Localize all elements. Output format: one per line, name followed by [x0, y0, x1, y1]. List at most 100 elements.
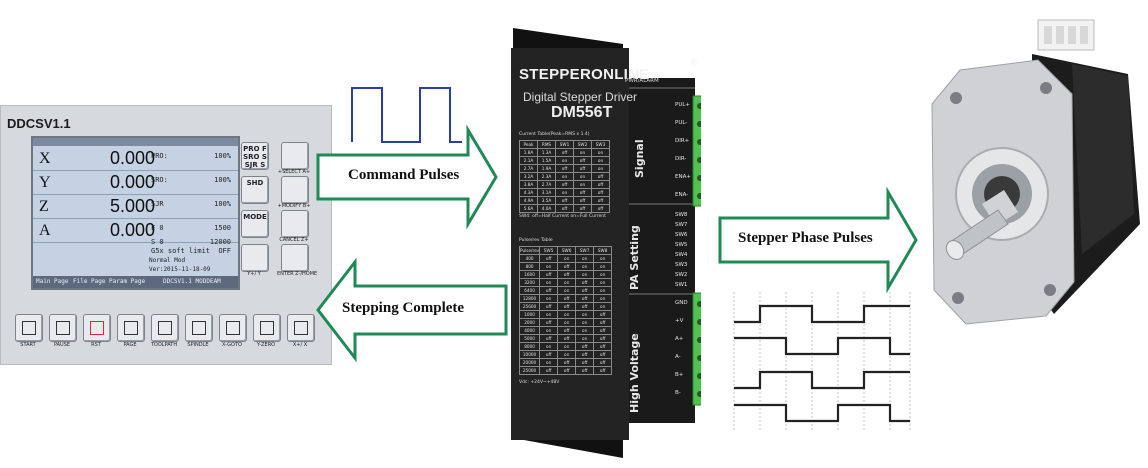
- controller-bottom-button[interactable]: [151, 314, 179, 342]
- button-caption: PAUSE: [53, 342, 71, 348]
- table-cell: on: [557, 254, 577, 263]
- controller-bottom-button[interactable]: [185, 314, 213, 342]
- table-cell: on: [539, 358, 559, 367]
- table-cell: off: [539, 350, 559, 359]
- controller-side-button[interactable]: [281, 244, 309, 272]
- controller-bottom-button[interactable]: [253, 314, 281, 342]
- controller-bottom-button[interactable]: [287, 314, 315, 342]
- table-cell: 6400: [518, 286, 541, 295]
- pa-setting-section-label: PA Setting: [628, 225, 641, 290]
- table-cell: on: [591, 148, 610, 157]
- switch-pin-label: SW6: [675, 232, 688, 238]
- stepper-driver: STEPPERONLINE ® Digital Stepper Driver D…: [505, 28, 701, 458]
- table-cell: off: [575, 302, 595, 311]
- controller-side-button[interactable]: [241, 244, 269, 272]
- table-cell: on: [555, 156, 574, 165]
- axis-letter: Z: [39, 198, 49, 215]
- signal-pin-label: ENA-: [675, 192, 689, 198]
- table-cell: off: [557, 302, 577, 311]
- info-value: 100%: [214, 176, 231, 184]
- info-label: SRO:: [151, 176, 168, 184]
- button-caption: TOOLPATH: [150, 342, 178, 348]
- table-cell: 1.3A: [537, 148, 556, 157]
- table-cell: on: [573, 148, 592, 157]
- table-cell: on: [539, 262, 559, 271]
- table-cell: off: [591, 172, 610, 181]
- table-cell: off: [573, 156, 592, 165]
- screen-tabs: Main Page File Page Param Page DDCSV1.1 …: [33, 276, 238, 288]
- switch-pin-label: SW3: [675, 262, 688, 268]
- table-cell: off: [575, 286, 595, 295]
- controller-side-button[interactable]: SHD: [241, 176, 269, 204]
- controller-bottom-button[interactable]: [117, 314, 145, 342]
- table-cell: SW5: [539, 246, 559, 255]
- button-caption: ENTER Z-/HOME: [277, 271, 318, 277]
- table-cell: on: [539, 342, 559, 351]
- table-cell: 400: [518, 254, 541, 263]
- table-cell: 3.2A: [519, 172, 538, 181]
- table-cell: off: [539, 318, 559, 327]
- controller-bottom-button[interactable]: [83, 314, 111, 342]
- controller-side-button[interactable]: MODE: [241, 210, 269, 238]
- command-pulses-arrow: [316, 124, 498, 230]
- table-cell: 4.9A: [519, 196, 538, 205]
- table-cell: SW6: [557, 246, 577, 255]
- table-cell: off: [555, 164, 574, 173]
- table-cell: on: [593, 294, 613, 303]
- table-cell: on: [555, 188, 574, 197]
- button-icon: [260, 321, 274, 335]
- table-cell: SW2: [573, 140, 592, 149]
- signal-pin-label: DIR+: [675, 138, 690, 144]
- table-cell: off: [539, 334, 559, 343]
- button-caption: START: [20, 342, 36, 348]
- driver-subtitle: Digital Stepper Driver: [523, 90, 638, 104]
- controller-bottom-button[interactable]: [15, 314, 43, 342]
- vdc-note: Vdc: +24V~+48V: [519, 380, 560, 385]
- table-cell: 2.1A: [519, 156, 538, 165]
- table-cell: off: [593, 326, 613, 335]
- button-caption: Y-ZERO: [256, 342, 276, 348]
- button-icon: [226, 321, 240, 335]
- table-cell: on: [573, 180, 592, 189]
- controller-side-button[interactable]: [281, 176, 309, 204]
- table-cell: 20000: [518, 358, 541, 367]
- table-cell: off: [539, 286, 559, 295]
- table-cell: off: [539, 254, 559, 263]
- table-cell: on: [593, 262, 613, 271]
- axis-value: 0.000: [109, 172, 155, 192]
- button-text: MODE: [243, 213, 267, 221]
- controller-bottom-button[interactable]: [219, 314, 247, 342]
- table-cell: off: [575, 366, 595, 375]
- info-item: PRO:100%: [151, 152, 235, 160]
- info-value: 100%: [214, 152, 231, 160]
- controller-side-button[interactable]: PRO F SRO S SJR S: [241, 142, 269, 170]
- button-caption: Y+/ Y: [247, 271, 261, 277]
- table-cell: RMS: [537, 140, 556, 149]
- controller-side-button[interactable]: [281, 210, 309, 238]
- table-cell: on: [575, 254, 595, 263]
- axis-value: 0.000: [109, 148, 155, 168]
- table-cell: off: [591, 188, 610, 197]
- table-cell: 3.8A: [519, 180, 538, 189]
- table-cell: on: [575, 318, 595, 327]
- controller-side-button[interactable]: [281, 142, 309, 170]
- high-voltage-section-label: High Voltage: [628, 333, 641, 413]
- signal-pin-label: PUL-: [675, 120, 688, 126]
- controller-bottom-button[interactable]: [49, 314, 77, 342]
- info-value: OFF: [218, 247, 231, 255]
- table-cell: off: [593, 342, 613, 351]
- hv-pin-label: +V: [675, 318, 684, 324]
- table-cell: 3.1A: [537, 188, 556, 197]
